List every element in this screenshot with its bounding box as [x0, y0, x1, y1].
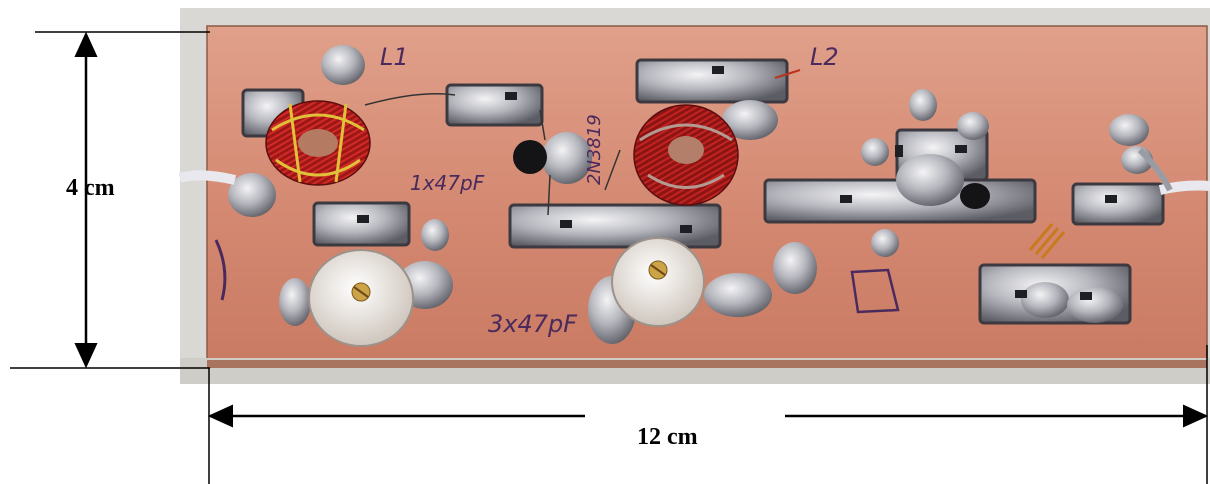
toroid-coil-l1 [265, 100, 371, 186]
coil-label-l1: L1 [380, 43, 409, 71]
coil-label-l2: L2 [810, 43, 839, 71]
trimmer-capacitors [308, 237, 705, 347]
dimension-arrow-icon [207, 404, 233, 428]
dimension-arrow-icon [1183, 404, 1209, 428]
width-dimension-label: 12 cm [637, 424, 698, 450]
transistors [513, 140, 990, 209]
coax-cables [178, 147, 1210, 195]
smd-components [357, 66, 1117, 300]
dimension-arrow-icon [74, 343, 98, 369]
height-dimension-label: 4 cm [66, 175, 115, 201]
toroid-coil-l2 [633, 104, 739, 206]
dimension-lines [10, 31, 1209, 484]
dimension-arrow-icon [74, 31, 98, 57]
small-coil [1028, 223, 1066, 259]
solder-pads [241, 58, 1165, 325]
wires [364, 69, 801, 216]
cap-note-2: 3x47pF [488, 310, 578, 338]
cap-note-1: 1x47pF [410, 171, 485, 195]
part-number: 2N3819 [584, 114, 605, 185]
board-handwriting: 1x47pF 3x47pF L1 L2 2N3819 [214, 43, 900, 338]
